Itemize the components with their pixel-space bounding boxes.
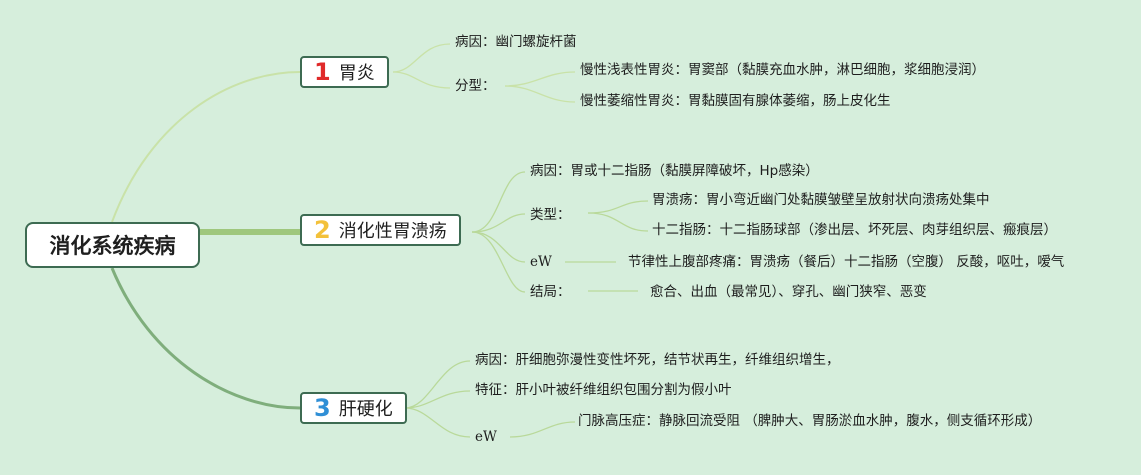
b3-feature: 特征：肝小叶被纤维组织包围分割为假小叶 bbox=[475, 382, 732, 398]
branch-number-1: 1 bbox=[314, 58, 331, 86]
connector-b3-feature bbox=[404, 390, 471, 409]
b2-ew-text: 节律性上腹部疼痛：胃溃疡（餐后）十二指肠（空腹） 反酸，呕吐，嗳气 bbox=[628, 254, 1065, 270]
b2-type-label: 类型： bbox=[530, 207, 571, 223]
b3-ew-label: eW bbox=[475, 429, 497, 445]
connector-b1-type-2 bbox=[504, 85, 576, 103]
b1-cause: 病因：幽门螺旋杆菌 bbox=[455, 34, 577, 50]
b3-cause: 病因：肝细胞弥漫性变性坏死，结节状再生，纤维组织增生， bbox=[475, 352, 840, 368]
connector-b3-ew bbox=[404, 407, 471, 438]
connector-b2-type-1 bbox=[587, 200, 649, 214]
branch-number-2: 2 bbox=[314, 216, 331, 244]
branch-number-3: 3 bbox=[314, 394, 331, 422]
connector-b2-type-2 bbox=[587, 212, 649, 232]
b2-cause: 病因：胃或十二指肠（黏膜屏障破坏，Hp感染） bbox=[530, 163, 819, 179]
branch-label-3: 肝硬化 bbox=[338, 399, 393, 420]
connector-root-b1 bbox=[111, 71, 301, 223]
branch-label-1: 胃炎 bbox=[338, 63, 375, 84]
connector-b2-cause bbox=[471, 171, 526, 233]
connector-b2-type bbox=[471, 213, 526, 233]
b2-outcome-text: 愈合、出血（最常见）、穿孔、幽门狭窄、恶变 bbox=[650, 284, 927, 300]
connector-root-b3 bbox=[110, 267, 301, 410]
branch-node-1[interactable]: 1 胃炎 bbox=[300, 56, 389, 88]
connector-b3-cause bbox=[404, 360, 471, 409]
b2-type-1: 胃溃疡：胃小弯近幽门处黏膜皱壁呈放射状向溃疡处集中 bbox=[652, 192, 990, 208]
b2-ew-label: eW bbox=[530, 254, 552, 270]
b1-type-label: 分型： bbox=[455, 78, 496, 94]
b1-type-1: 慢性浅表性胃炎：胃窦部（黏膜充血水肿，淋巴细胞，浆细胞浸润） bbox=[580, 62, 985, 78]
connector-b1-type-1 bbox=[504, 71, 576, 87]
b3-ew-text: 门脉高压症：静脉回流受阻 （脾肿大、胃肠淤血水肿，腹水，侧支循环形成） bbox=[578, 413, 1042, 429]
root-title: 消化系统疾病 bbox=[49, 234, 176, 258]
connector-b2-outcome bbox=[471, 231, 526, 293]
branch-node-2[interactable]: 2 消化性胃溃疡 bbox=[300, 214, 461, 246]
connector-b1-cause bbox=[392, 43, 451, 73]
connector-b3-ew-text bbox=[509, 421, 576, 438]
branch-node-3[interactable]: 3 肝硬化 bbox=[300, 392, 407, 424]
b2-outcome-label: 结局： bbox=[530, 284, 571, 300]
b1-type-2: 慢性萎缩性胃炎：胃黏膜固有腺体萎缩，肠上皮化生 bbox=[580, 93, 891, 109]
root-node[interactable]: 消化系统疾病 bbox=[25, 222, 200, 268]
b2-type-2: 十二指肠：十二指肠球部（渗出层、坏死层、肉芽组织层、瘢痕层） bbox=[652, 222, 1057, 238]
branch-label-2: 消化性胃溃疡 bbox=[338, 221, 447, 242]
connector-b1-type bbox=[392, 71, 451, 89]
